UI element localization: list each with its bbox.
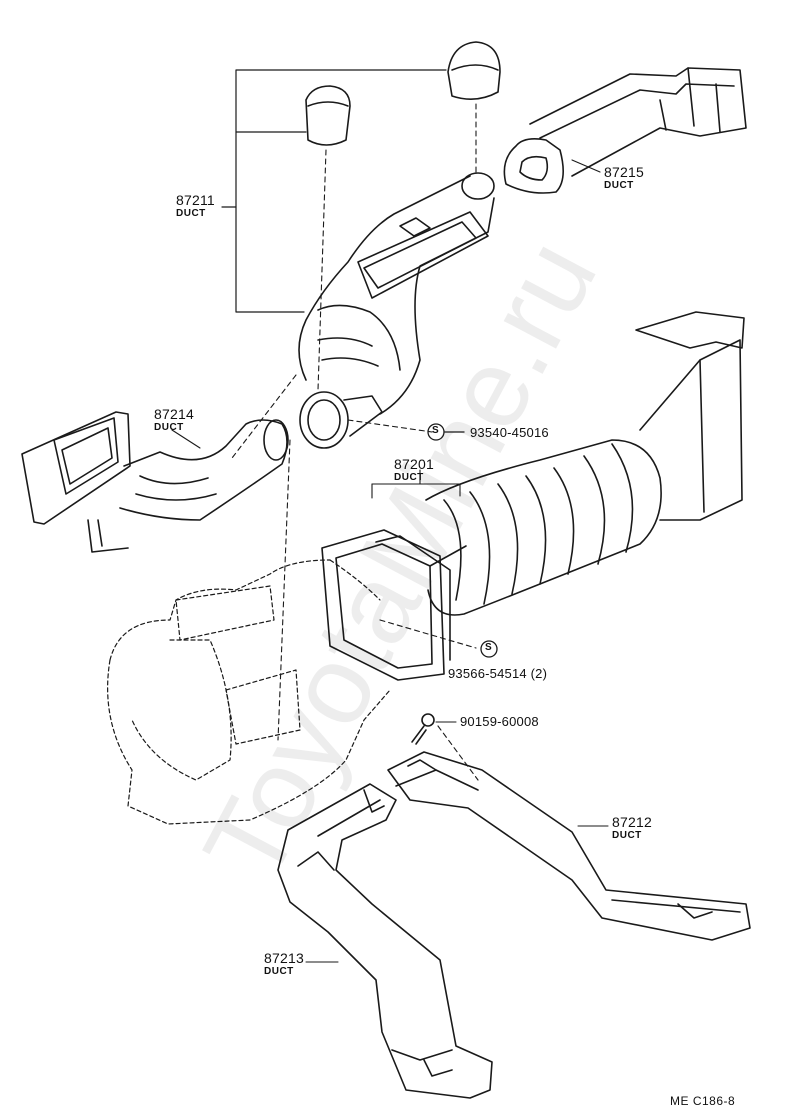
duct-cap-middle	[305, 85, 351, 146]
screw-part	[411, 713, 457, 745]
label-93566-54514: 93566-54514 (2)	[448, 666, 548, 681]
duct-87201	[321, 311, 745, 681]
duct-cap-top	[447, 41, 501, 100]
heater-unit-outline	[107, 559, 391, 825]
label-87201: 87201 DUCT	[394, 456, 434, 483]
marker-circles	[427, 423, 498, 658]
part-name: DUCT	[394, 472, 424, 483]
part-name: DUCT	[264, 966, 294, 977]
duct-87214	[21, 411, 289, 553]
part-number: 87201	[394, 456, 434, 472]
duct-87211	[298, 172, 495, 449]
part-name: DUCT	[612, 830, 642, 841]
duct-87212	[387, 751, 751, 941]
label-87212: 87212 DUCT	[612, 814, 652, 841]
marker-s-1: S	[432, 425, 439, 436]
part-name: DUCT	[604, 180, 634, 191]
label-93540-45016: 93540-45016	[470, 425, 549, 440]
label-90159-60008: 90159-60008	[460, 714, 539, 729]
part-name: DUCT	[154, 422, 184, 433]
duct-87215	[503, 67, 747, 194]
part-number: 87212	[612, 814, 652, 830]
label-87214: 87214 DUCT	[154, 406, 194, 433]
dashed-leaders	[231, 103, 479, 781]
label-leaders	[171, 159, 609, 963]
duct-87213	[277, 783, 493, 1099]
marker-s-2: S	[485, 642, 492, 653]
diagram-code: ME C186-8	[670, 1094, 736, 1108]
part-number: 87213	[264, 950, 304, 966]
part-name: DUCT	[176, 208, 206, 219]
bracket-87211	[221, 69, 447, 313]
part-number: 87215	[604, 164, 644, 180]
label-87211: 87211 DUCT	[176, 192, 215, 219]
part-number: 87214	[154, 406, 194, 422]
label-87215: 87215 DUCT	[604, 164, 644, 191]
part-number: 87211	[176, 192, 215, 208]
label-87213: 87213 DUCT	[264, 950, 304, 977]
